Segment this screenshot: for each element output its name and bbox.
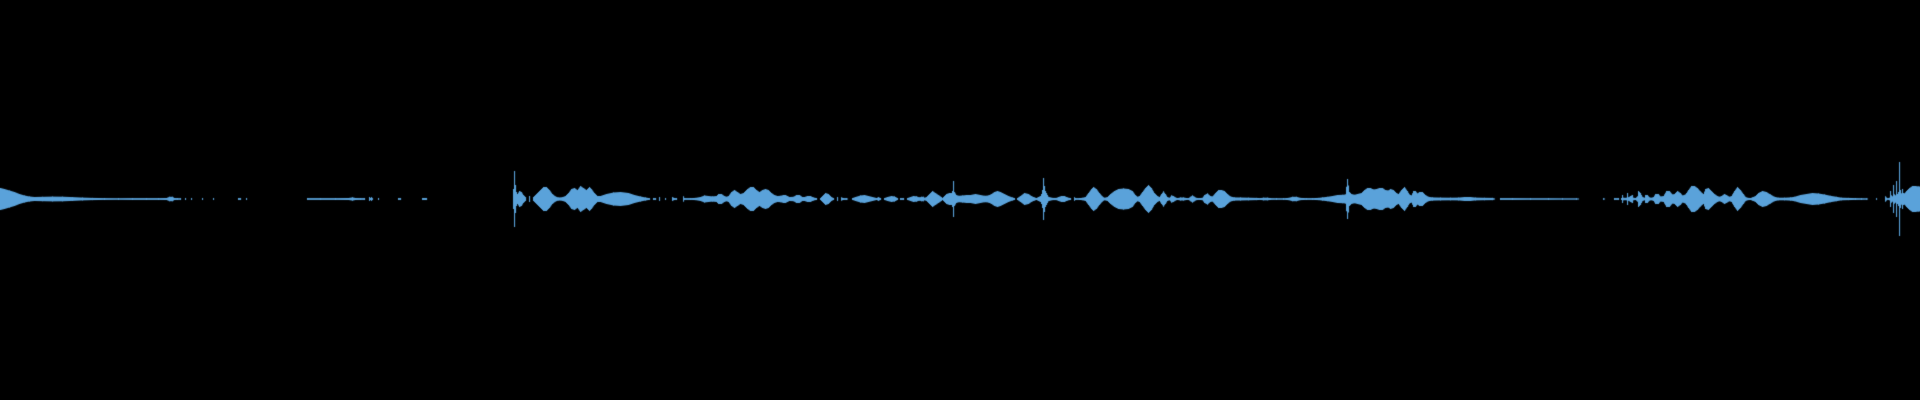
audio-waveform-view: [0, 0, 1920, 400]
waveform-canvas[interactable]: [0, 0, 1920, 400]
